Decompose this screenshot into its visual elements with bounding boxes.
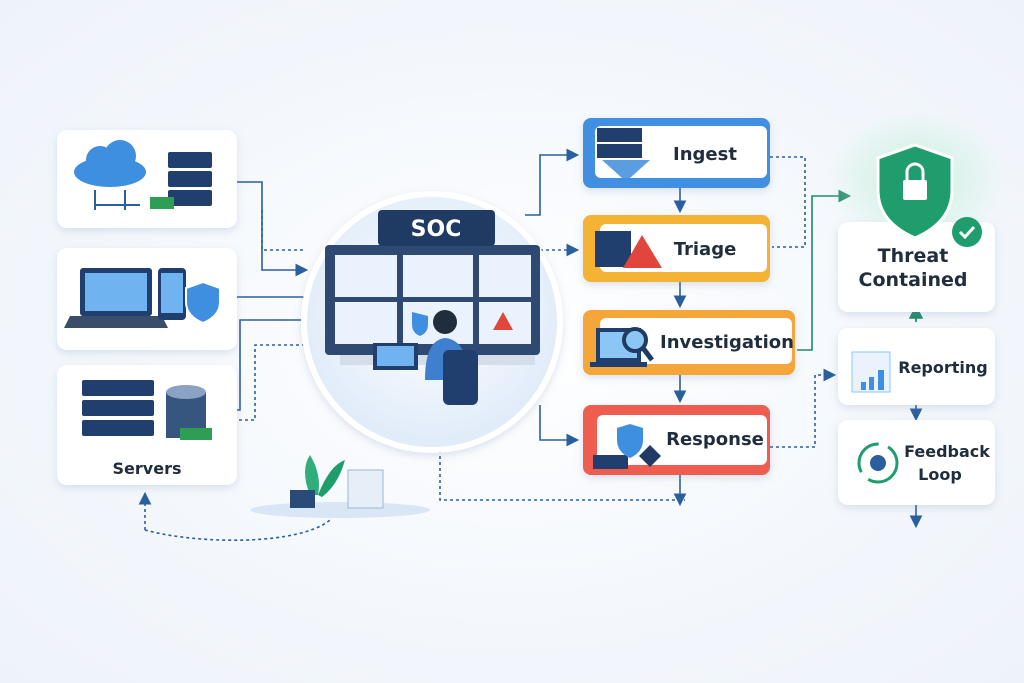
stage-ingest[interactable]: Ingest xyxy=(583,118,770,188)
stage-investigation[interactable]: Investigation xyxy=(583,310,795,375)
reporting-card[interactable]: Reporting xyxy=(838,328,995,405)
feedback-label-line2: Loop xyxy=(918,465,962,484)
server-rack-icon xyxy=(150,152,212,209)
soc-label: SOC xyxy=(411,217,462,242)
soc-hub: SOC xyxy=(301,191,563,453)
server-rack-icon xyxy=(82,380,154,436)
reporting-label: Reporting xyxy=(898,358,987,377)
stage-label-triage: Triage xyxy=(674,239,737,260)
threat-contained-card[interactable]: Threat Contained xyxy=(838,143,995,312)
document-icon xyxy=(595,231,631,267)
stage-response[interactable]: Response xyxy=(583,405,770,475)
office-chair-icon xyxy=(443,350,478,405)
magnifier-laptop-icon xyxy=(590,327,654,367)
stage-label-investigation: Investigation xyxy=(660,332,794,353)
stage-label-response: Response xyxy=(666,429,764,450)
cycle-gear-icon xyxy=(857,442,899,484)
phone-icon xyxy=(158,268,186,320)
source-card-servers[interactable]: Servers xyxy=(57,365,237,485)
analyst-figure xyxy=(433,310,457,334)
world-map-screen xyxy=(412,312,428,336)
plant-decoration xyxy=(250,455,430,518)
feedback-label-line1: Feedback xyxy=(904,442,990,461)
report-chart-icon xyxy=(851,351,891,393)
database-icon xyxy=(166,385,212,440)
laptop-icon xyxy=(64,268,168,328)
alert-icon xyxy=(493,312,513,330)
shield-response-icon xyxy=(593,424,661,469)
source-label-servers: Servers xyxy=(113,459,182,478)
threat-label-line2: Contained xyxy=(859,269,968,291)
source-card-endpoints[interactable] xyxy=(57,248,237,350)
cloud-icon xyxy=(74,140,146,210)
connectors xyxy=(138,148,923,541)
soc-label-box xyxy=(378,210,495,246)
source-card-cloud[interactable] xyxy=(57,130,237,228)
threat-label-line1: Threat xyxy=(878,245,949,267)
warning-icon xyxy=(623,235,662,268)
check-badge-icon xyxy=(952,217,982,247)
feedback-loop-card[interactable]: Feedback Loop xyxy=(838,420,995,505)
shield-icon xyxy=(185,280,221,325)
funnel-icon xyxy=(597,128,650,178)
stage-triage[interactable]: Triage xyxy=(583,215,770,282)
stage-label-ingest: Ingest xyxy=(673,144,737,165)
